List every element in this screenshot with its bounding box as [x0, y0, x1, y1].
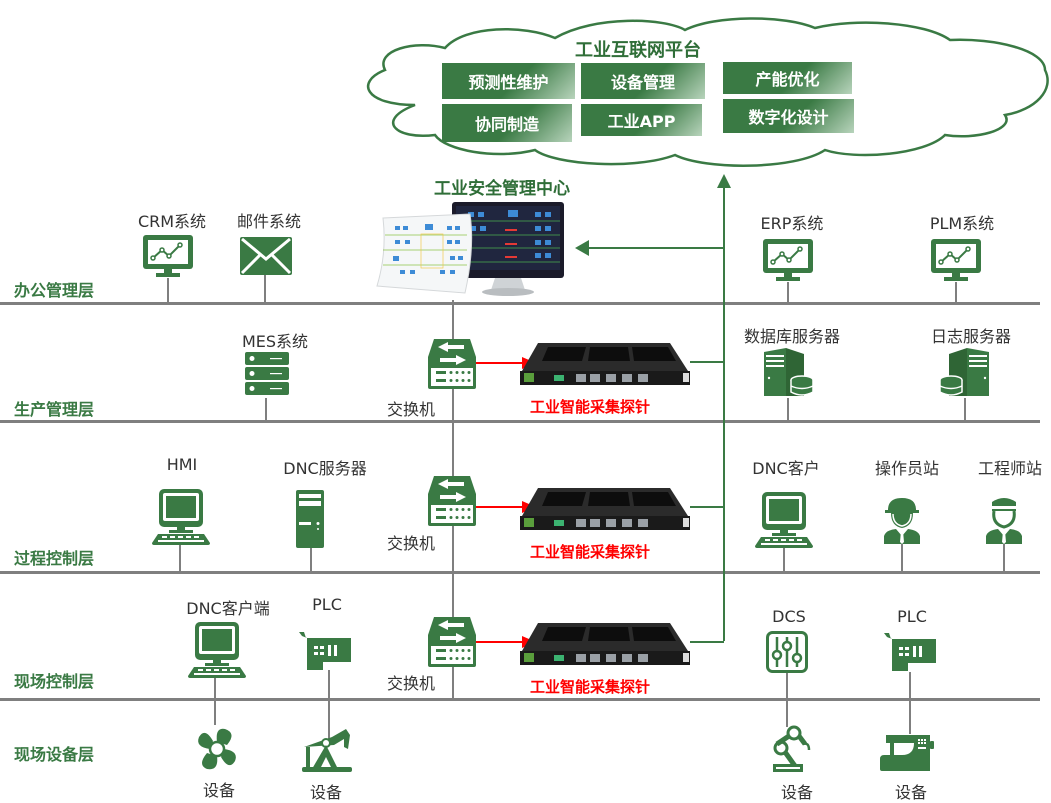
security-center-screens-icon[interactable] — [375, 198, 570, 300]
monitor-chart-icon[interactable] — [930, 238, 982, 282]
connector — [909, 672, 911, 698]
device-label-equipment-4: 设备 — [894, 783, 928, 802]
computer-terminal-icon[interactable] — [152, 489, 210, 545]
tower-server-icon[interactable] — [296, 490, 324, 548]
connector — [214, 678, 216, 698]
connector — [955, 282, 957, 302]
module-collaborative-manufacturing[interactable]: 协同制造 — [442, 104, 572, 142]
layer-divider-production — [0, 420, 1040, 423]
layer-divider-office — [0, 302, 1040, 305]
connector — [901, 544, 903, 571]
monitor-chart-icon[interactable] — [142, 234, 194, 278]
worker-helmet-icon[interactable] — [884, 496, 920, 544]
device-label-dnc-client: DNC客户 — [752, 459, 820, 478]
connector — [786, 673, 788, 698]
device-label-log-server: 日志服务器 — [930, 327, 1012, 346]
connector — [787, 398, 789, 420]
connector — [310, 548, 312, 571]
switch-icon[interactable] — [428, 339, 476, 389]
probe-device-icon[interactable] — [520, 341, 692, 389]
connector — [264, 275, 266, 302]
computer-terminal-icon[interactable] — [755, 492, 813, 548]
uplink-vertical-line — [723, 188, 725, 641]
sewing-machine-icon[interactable] — [880, 731, 940, 773]
connector — [909, 700, 911, 734]
module-device-management[interactable]: 设备管理 — [581, 63, 705, 99]
database-server-icon[interactable] — [764, 348, 814, 396]
uplink-to-center-line — [588, 247, 724, 249]
probe-label: 工业智能采集探针 — [530, 678, 651, 696]
plc-card-icon[interactable] — [884, 633, 936, 673]
module-capacity-optimization[interactable]: 产能优化 — [723, 62, 852, 94]
pump-jack-icon[interactable] — [302, 725, 352, 773]
probe2-uplink — [690, 506, 724, 508]
probe3-uplink — [690, 641, 724, 643]
device-label-plc-right: PLC — [897, 607, 927, 626]
robot-arm-icon[interactable] — [773, 724, 811, 772]
probe-label: 工业智能采集探针 — [530, 543, 651, 561]
plc-card-icon[interactable] — [299, 632, 351, 672]
connector — [1003, 544, 1005, 571]
monitor-chart-icon[interactable] — [762, 238, 814, 282]
device-label-operator-station: 操作员站 — [874, 459, 940, 478]
device-label-engineer-station: 工程师站 — [977, 459, 1043, 478]
connector — [214, 700, 216, 725]
log-server-icon[interactable] — [939, 348, 989, 396]
device-label-mes: MES系统 — [241, 332, 309, 351]
switch-label: 交换机 — [387, 400, 436, 419]
layer-divider-process — [0, 571, 1040, 574]
engineer-icon[interactable] — [986, 496, 1022, 544]
layer-label-field-control: 现场控制层 — [14, 672, 95, 691]
device-label-plm: PLM系统 — [929, 214, 995, 233]
device-label-dnc-server: DNC服务器 — [283, 459, 367, 478]
security-center-title: 工业安全管理中心 — [434, 179, 570, 199]
fan-icon[interactable] — [195, 727, 239, 771]
server-rack-icon[interactable] — [245, 352, 289, 395]
connector — [167, 278, 169, 302]
probe1-uplink — [690, 361, 724, 363]
computer-terminal-icon[interactable] — [188, 622, 246, 678]
mail-icon[interactable] — [240, 237, 292, 275]
switch-label: 交换机 — [387, 534, 436, 553]
probe-label: 工业智能采集探针 — [530, 398, 651, 416]
module-digital-design[interactable]: 数字化设计 — [723, 99, 854, 133]
device-label-erp: ERP系统 — [760, 214, 824, 233]
switch-icon[interactable] — [428, 476, 476, 526]
platform-title: 工业互联网平台 — [575, 40, 701, 61]
device-label-dcs: DCS — [772, 607, 806, 626]
connector — [786, 700, 788, 727]
layer-divider-field-control — [0, 698, 1040, 701]
module-predictive-maintenance[interactable]: 预测性维护 — [442, 63, 575, 99]
device-label-equipment-1: 设备 — [202, 781, 236, 800]
connector — [787, 282, 789, 302]
probe-device-icon[interactable] — [520, 621, 692, 669]
device-label-plc-left: PLC — [312, 595, 342, 614]
module-industrial-app[interactable]: 工业APP — [581, 104, 702, 136]
device-label-hmi: HMI — [166, 455, 198, 474]
layer-label-process: 过程控制层 — [14, 549, 95, 568]
device-label-db-server: 数据库服务器 — [743, 327, 841, 346]
connector — [328, 700, 330, 742]
device-label-mail: 邮件系统 — [236, 212, 302, 231]
connector — [265, 398, 267, 420]
probe-device-icon[interactable] — [520, 486, 692, 534]
connector — [179, 545, 181, 571]
uplink-arrow-up-icon — [717, 174, 731, 188]
connector — [964, 398, 966, 420]
switch-icon[interactable] — [428, 617, 476, 667]
switch-label: 交换机 — [387, 674, 436, 693]
arrow-left-icon — [575, 240, 589, 256]
layer-label-production: 生产管理层 — [14, 400, 95, 419]
layer-label-field-devices: 现场设备层 — [14, 745, 95, 764]
device-label-equipment-3: 设备 — [780, 783, 814, 802]
layer-label-office: 办公管理层 — [14, 281, 95, 300]
connector — [328, 670, 330, 698]
dcs-sliders-icon[interactable] — [766, 631, 808, 673]
connector — [783, 548, 785, 571]
device-label-equipment-2: 设备 — [309, 783, 343, 802]
device-label-dnc-client-end: DNC客户端 — [186, 599, 270, 618]
device-label-crm: CRM系统 — [137, 212, 207, 231]
